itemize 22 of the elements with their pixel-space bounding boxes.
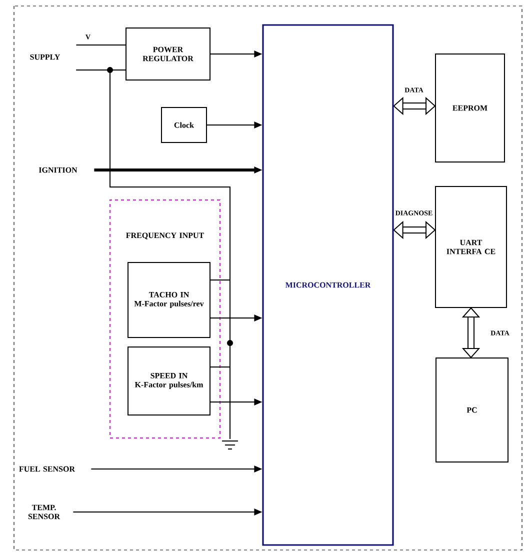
input-label: IGNITION	[38, 167, 78, 173]
block-box: Clock	[161, 107, 207, 143]
arrow	[210, 314, 262, 322]
arrow	[206, 122, 262, 128]
arrow	[210, 50, 262, 58]
arrow	[90, 466, 262, 472]
ground-symbol	[222, 440, 238, 450]
block-box: SPEED IN K-Factor pulses/km	[128, 346, 210, 416]
input-label: FUEL SENSOR	[19, 466, 76, 472]
connector-line	[210, 366, 230, 440]
block-box: POWER REGULATOR	[126, 28, 210, 80]
arrow	[72, 508, 262, 516]
input-label: TEMP. SENSOR	[28, 504, 60, 520]
block-box: TACHO IN M-Factor pulses/rev	[128, 262, 210, 338]
block-box: EEPROM	[435, 54, 505, 162]
block-box: PC	[436, 358, 508, 462]
arrow	[210, 398, 262, 406]
block-box: UART INTERFA CE	[435, 186, 507, 308]
connector-line	[76, 44, 126, 46]
input-label: SUPPLY	[30, 54, 60, 60]
arrow	[94, 166, 262, 174]
microcontroller-box: MICROCONTROLLER	[262, 24, 394, 546]
